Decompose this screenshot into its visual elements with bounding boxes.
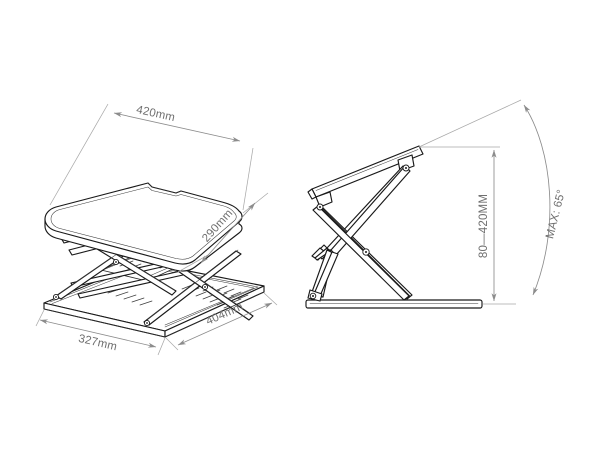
side-scissor-outline: [312, 165, 411, 301]
isometric-view: 420mm 290mm 327mm 404mm: [35, 103, 278, 356]
dimension-label-height-range: 80—420MM: [478, 194, 490, 258]
side-foot-blocks: [307, 289, 323, 302]
side-pivot-joints: [316, 164, 410, 256]
dimension-label-327mm: 327mm: [77, 333, 118, 354]
dimension-max-angle: MAX: 65°: [418, 99, 568, 296]
dimension-label-max-angle: MAX: 65°: [544, 188, 568, 240]
side-view: 80—420MM MAX: 65°: [305, 99, 568, 309]
dimension-height-range: 80—420MM: [419, 146, 516, 305]
dimension-label-420mm: 420mm: [135, 104, 176, 124]
side-base-bar: [305, 299, 483, 309]
side-top-plate: [307, 145, 424, 200]
ventilation-slots-left: [107, 288, 153, 306]
